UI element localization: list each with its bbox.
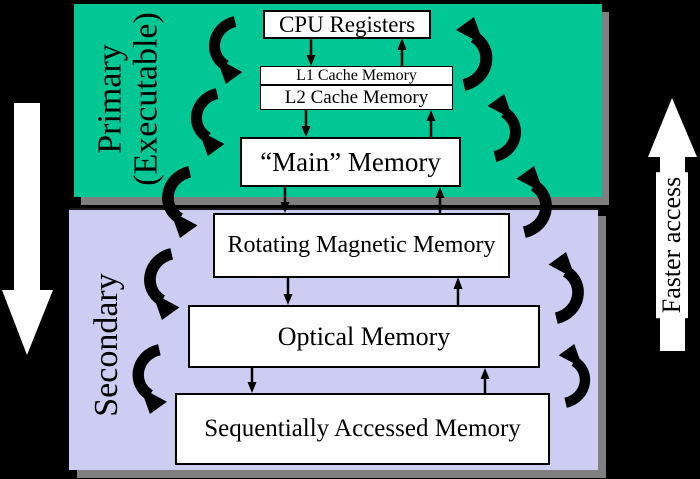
arrow-main-to-l2-up	[426, 110, 436, 137]
memory-box-l1-cache: L1 Cache Memory	[260, 66, 453, 85]
swoosh-arrow-right-5	[558, 344, 591, 408]
arrow-l2-to-main-down	[301, 110, 311, 137]
slower-direction-down-arrow	[2, 103, 53, 355]
arrow-rotating-to-optical-down	[283, 277, 293, 305]
swoosh-arrow-right-2	[487, 94, 521, 162]
memory-box-main-memory: “Main” Memory	[240, 137, 461, 187]
faster-access-label: Faster access	[656, 171, 688, 319]
memory-box-optical: Optical Memory	[188, 305, 540, 368]
swoosh-arrow-left-5	[132, 344, 167, 414]
arrow-main-to-rotating-down	[280, 187, 290, 213]
secondary-section-label: Secondary	[88, 273, 126, 417]
arrow-l1-to-cpu-up	[397, 38, 407, 67]
primary-section-label: Primary (Executable)	[91, 12, 164, 186]
arrow-optical-to-rotating-up	[453, 277, 463, 305]
arrow-rotating-to-main-up	[435, 187, 445, 213]
swoosh-arrow-right-4	[548, 252, 584, 324]
memory-box-l2-cache: L2 Cache Memory	[260, 85, 453, 110]
memory-box-rotating-magnetic: Rotating Magnetic Memory	[213, 213, 510, 278]
swoosh-arrow-right-3	[516, 166, 552, 238]
memory-box-cpu-registers: CPU Registers	[263, 10, 431, 39]
swoosh-arrow-left-4	[144, 248, 180, 320]
primary-label-line1: Primary	[91, 44, 129, 154]
swoosh-arrow-left-2	[191, 88, 225, 156]
arrow-optical-to-sequential-down	[247, 368, 257, 393]
arrow-cpu-to-l1-down	[306, 38, 316, 66]
memory-box-sequentially-accessed: Sequentially Accessed Memory	[175, 393, 550, 465]
primary-label-line2: (Executable)	[127, 12, 164, 186]
swoosh-arrow-left-3	[162, 166, 198, 238]
swoosh-arrow-right-1	[456, 17, 493, 91]
swoosh-arrow-left-1	[209, 16, 243, 84]
arrow-sequential-to-optical-up	[480, 368, 490, 393]
